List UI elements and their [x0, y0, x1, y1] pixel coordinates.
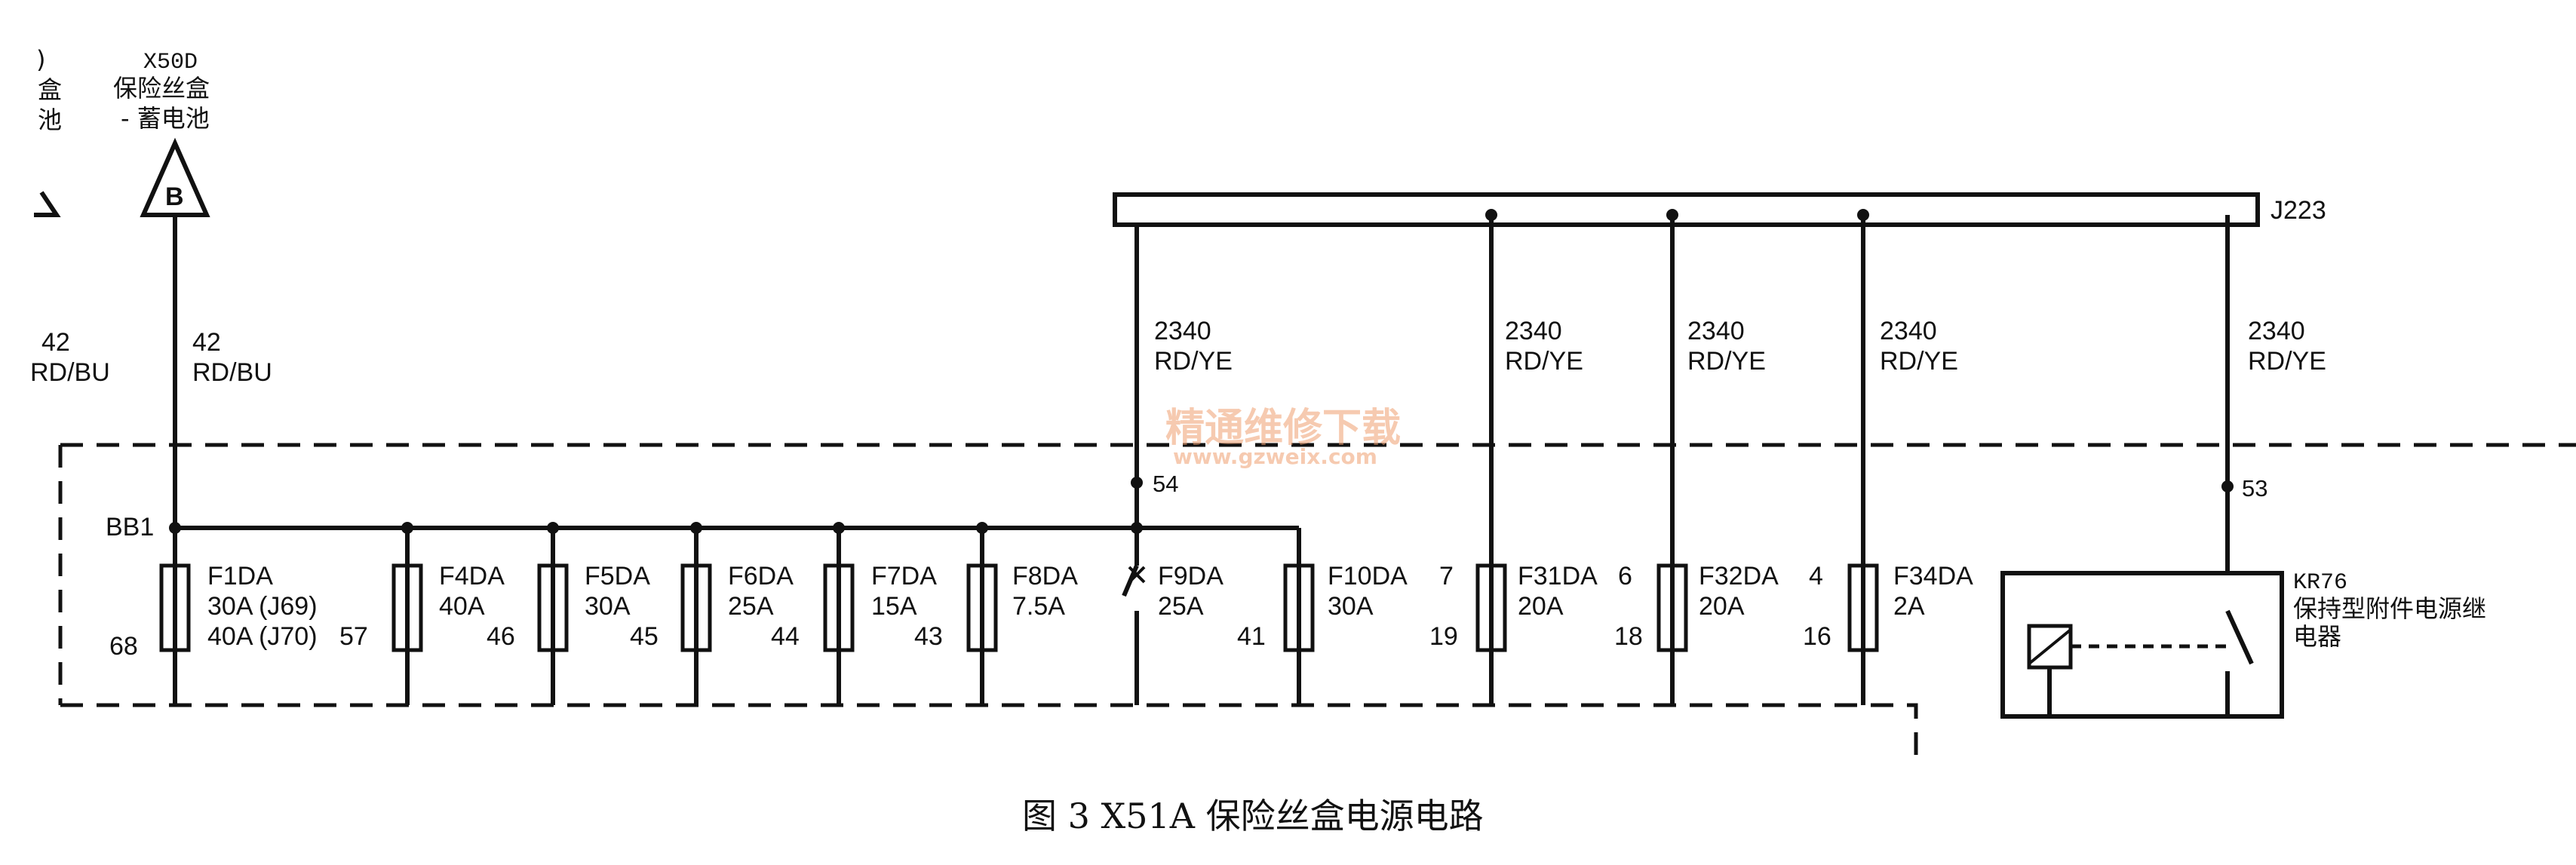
fuse-f32da-name: F32DA [1699, 562, 1779, 590]
f9da-cross-mark [1128, 566, 1146, 584]
j223-connector [1113, 192, 2260, 227]
fuse-f34da-pin-left: 16 [1803, 622, 1831, 651]
fuse-f1da-pin-left: 68 [109, 632, 138, 661]
fuse-f31da-rating: 20A [1518, 592, 1564, 621]
fuse-f8da-name: F8DA [1012, 562, 1078, 590]
fuse-f10da-rating: 30A [1328, 592, 1374, 621]
fuse-f32da-rating: 20A [1699, 592, 1745, 621]
fuse-f5da-rating: 30A [585, 592, 631, 621]
fuse-f32da-pin-top-right: 4 [1809, 562, 1823, 590]
pin-53-node [2221, 480, 2234, 492]
j223-label: J223 [2271, 196, 2326, 225]
fuse-f34da-name: F34DA [1893, 562, 1973, 590]
left-wire-num-partial: 42 [41, 328, 70, 357]
wire-2340-color: RD/YE [1505, 347, 1583, 376]
fuse-f31da-pin-left: 19 [1429, 622, 1458, 651]
fuse-f10da-pin-top-right: 7 [1439, 562, 1454, 590]
fuse-f10da-name: F10DA [1328, 562, 1408, 590]
wire-2340-color: RD/YE [1880, 347, 1958, 376]
connector-x50d-desc-2: - 蓄电池 [121, 104, 210, 133]
relay-kr76-name: KR76 [2293, 570, 2347, 596]
relay-kr76-box [2000, 571, 2284, 719]
connector-x50d-desc-1: 保险丝盒 [113, 74, 210, 103]
relay-contact-blade [2225, 609, 2254, 665]
fuse-f31da-pin-top-right: 6 [1618, 562, 1632, 590]
wire-2340-num: 2340 [1880, 317, 1937, 345]
fuse-f1da-name: F1DA [207, 562, 273, 590]
fuse-f1da-rating-2: 40A (J70) [207, 622, 318, 651]
fuse-f4da-name: F4DA [439, 562, 505, 590]
fuse-f9da-rating: 25A [1158, 592, 1204, 621]
fuse-f7da-rating: 15A [871, 592, 917, 621]
pin-54-label: 54 [1153, 471, 1178, 497]
wire-2340-color: RD/YE [1154, 347, 1233, 376]
fuse-f8da-rating: 7.5A [1012, 592, 1065, 621]
relay-coil-diagonal [2028, 628, 2072, 665]
relay-kr76-desc-2: 电器 [2293, 622, 2341, 651]
fuse-f6da-rating: 25A [728, 592, 774, 621]
partial-left-label-1: ) [36, 45, 45, 74]
fuse-f31da-name: F31DA [1518, 562, 1598, 590]
fuse-f10da-pin-left: 41 [1237, 622, 1266, 651]
fuse-f32da-pin-left: 18 [1614, 622, 1643, 651]
fuse-f7da-name: F7DA [871, 562, 937, 590]
pin-54-node [1131, 477, 1143, 489]
left-wire-color-partial: RD/BU [30, 358, 110, 387]
relay-kr76-desc-1: 保持型附件电源继 [2293, 594, 2486, 623]
wire-2340-color: RD/YE [2248, 347, 2326, 376]
reference-triangle-label: B [165, 183, 184, 211]
partial-left-label-2: 盒 [38, 75, 62, 104]
figure-caption: 图 3 X51A 保险丝盒电源电路 [1022, 796, 1484, 836]
fusebox-outline-bottom [60, 703, 1918, 762]
partial-ref-marker [34, 191, 61, 217]
fuse-f4da-pin: 46 [487, 622, 515, 651]
wire-2340-num: 2340 [1505, 317, 1562, 345]
fuse-f5da-pin: 45 [630, 622, 659, 651]
fuse-f5da-name: F5DA [585, 562, 650, 590]
partial-left-label-3: 池 [38, 106, 62, 134]
wire-2340-num: 2340 [1154, 317, 1211, 345]
watermark-url: www.gzweix.com [1173, 444, 1377, 469]
wire-2340-num: 2340 [1687, 317, 1745, 345]
fuse-f1da-rating-1: 30A (J69) [207, 592, 318, 621]
watermark-text: 精通维修下载 [1165, 406, 1401, 451]
fuse-f7da-pin: 43 [914, 622, 943, 651]
fuse-f6da-pin: 44 [771, 622, 800, 651]
fuse-f9da-name: F9DA [1158, 562, 1224, 590]
wire-42-color: RD/BU [192, 358, 272, 387]
fuse-f1da-pin-right: 57 [339, 622, 368, 651]
wire-2340-color: RD/YE [1687, 347, 1766, 376]
wire-42-num: 42 [192, 328, 221, 357]
fuse-f4da-rating: 40A [439, 592, 485, 621]
pin-53-label: 53 [2242, 475, 2267, 502]
wire-2340-num: 2340 [2248, 317, 2305, 345]
fuse-f34da-rating: 2A [1893, 592, 1925, 621]
fuse-f6da-name: F6DA [728, 562, 794, 590]
connector-x50d-name: X50D [143, 50, 198, 75]
bus-label: BB1 [106, 513, 154, 541]
